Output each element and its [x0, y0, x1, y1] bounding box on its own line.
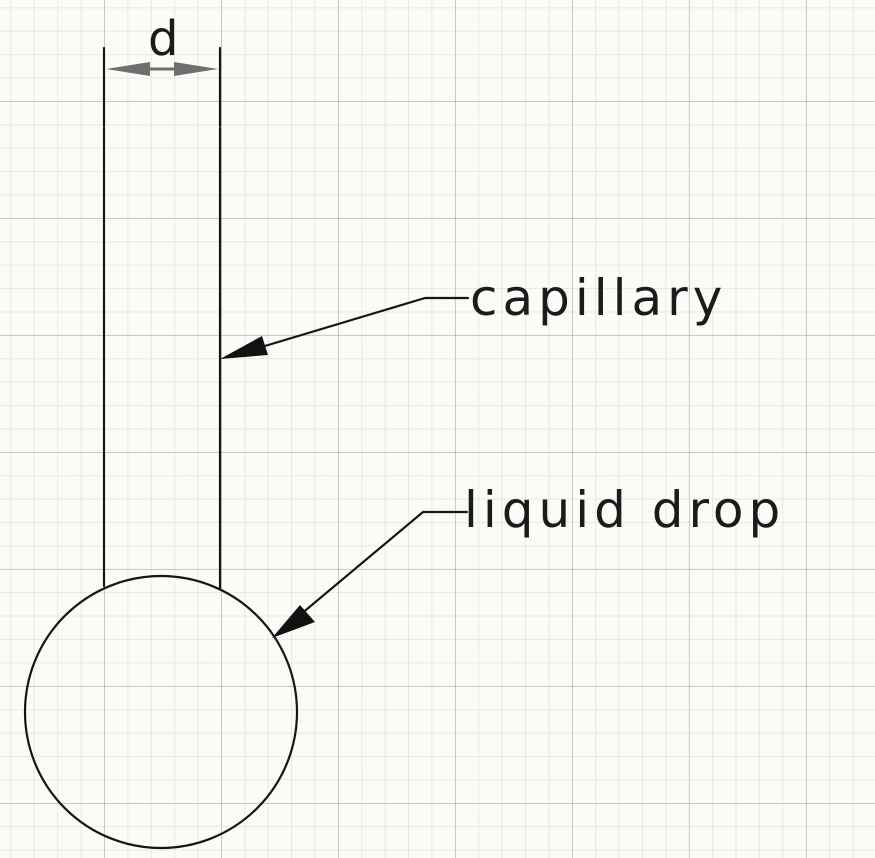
- capillary-leader: [220, 296, 470, 359]
- liquid-drop-leader: [272, 510, 469, 638]
- liquid-drop-circle: [23, 574, 299, 850]
- dimension-label-d: d: [148, 11, 183, 67]
- capillary-label: capillary: [470, 269, 727, 327]
- liquid-drop-label: liquid drop: [464, 481, 785, 539]
- dimension-arrow: [106, 62, 218, 76]
